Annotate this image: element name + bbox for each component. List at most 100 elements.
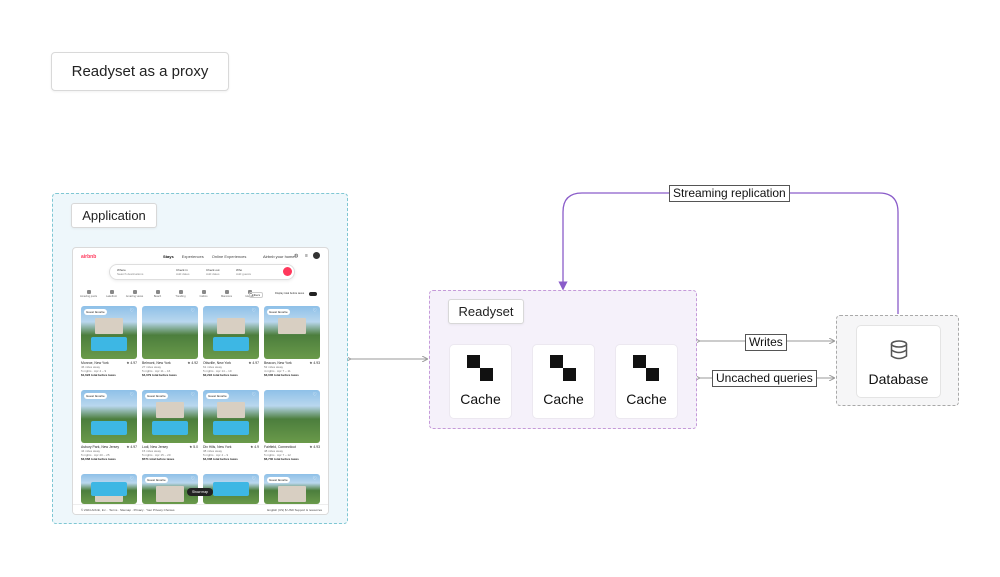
listing-rating: ★ 4.93 (309, 445, 320, 449)
listing-price: $2,294 total before taxes (203, 373, 238, 377)
heart-icon[interactable]: ♡ (251, 476, 256, 482)
listing-title: Lodi, New Jersey (142, 445, 169, 449)
filters-button[interactable]: Filters (249, 292, 264, 298)
heart-icon[interactable]: ♡ (312, 308, 317, 314)
listing-photo[interactable]: Guest favorite ♡ (81, 306, 137, 359)
nav-experiences[interactable]: Experiences (181, 254, 204, 259)
listing-distance: 48 miles away (264, 449, 284, 453)
readyset-logo-icon (550, 355, 576, 381)
listing-title: Beacon, New York (264, 361, 292, 365)
footer-settings: English (US) $ USD Support & resources (267, 508, 322, 512)
host-link[interactable]: Airbnb your home (263, 254, 295, 259)
listing-photo[interactable]: ♡ (203, 306, 259, 359)
listing-photo[interactable]: Guest favorite♡ (264, 306, 320, 359)
listing-title: Monroe, New York (81, 361, 109, 365)
listing-title: Asbury Park, New Jersey (81, 445, 120, 449)
heart-icon[interactable]: ♡ (129, 392, 134, 398)
menu-icon[interactable]: ≡ (305, 253, 308, 259)
heart-icon[interactable]: ♡ (312, 392, 317, 398)
heart-icon[interactable]: ♡ (129, 308, 134, 314)
category-item[interactable]: Cabins (194, 290, 213, 300)
listing-photo[interactable]: Guest favorite♡ (142, 390, 198, 443)
listing-photo[interactable]: Guest favorite ♡ (203, 390, 259, 443)
listing-card[interactable]: Guest favorite♡ Lodi, New Jersey ★ 5.0 15 m… (142, 390, 198, 461)
top-nav: Stays Experiences Online Experiences (163, 254, 246, 259)
category-item[interactable]: Amazing views (125, 290, 144, 300)
nav-stays[interactable]: Stays (163, 254, 174, 259)
cache-node: Cache (532, 344, 595, 419)
total-toggle[interactable] (309, 292, 317, 296)
listing-price: $3,006 total before taxes (264, 373, 299, 377)
globe-icon[interactable]: ◍ (294, 253, 299, 259)
cache-node: Cache (449, 344, 512, 419)
footer: © 2024 Airbnb, Inc. · Terms · Sitemap · … (73, 504, 328, 514)
category-item[interactable]: Lakefront (102, 290, 121, 300)
listing-rating: ★ 5.0 (189, 445, 198, 449)
database-node: Database (856, 325, 941, 398)
search-icon[interactable] (283, 267, 292, 276)
heart-icon[interactable]: ♡ (251, 308, 256, 314)
listing-dates: 5 nights · Apr 14 – 19 (203, 369, 232, 373)
listing-distance: 44 miles away (81, 449, 101, 453)
listing-distance: 61 miles away (203, 365, 223, 369)
category-item[interactable]: Amazing pools (79, 290, 98, 300)
listing-price: $4,079 total before taxes (142, 373, 177, 377)
listing-rating: ★ 4.97 (126, 445, 137, 449)
listing-distance: 15 miles away (142, 449, 162, 453)
guest-favorite-badge: Guest favorite (145, 477, 168, 483)
listing-card[interactable]: Guest favorite ♡ Asbury Park, New Jersey ★ … (81, 390, 137, 461)
guest-favorite-badge: Guest favorite (206, 393, 229, 399)
airbnb-logo: airbnb (81, 254, 97, 260)
listing-rating: ★ 4.97 (248, 361, 259, 365)
heart-icon[interactable]: ♡ (190, 308, 195, 314)
category-item[interactable]: Trending (171, 290, 190, 300)
listing-card[interactable]: Guest favorite♡ Beacon, New York ★ 4.93 52 … (264, 306, 320, 377)
heart-icon[interactable]: ♡ (129, 476, 134, 482)
replication-label: Streaming replication (669, 185, 790, 202)
listing-rating: ★ 4.93 (309, 361, 320, 365)
heart-icon[interactable]: ♡ (312, 476, 317, 482)
listing-card[interactable]: ♡ (81, 474, 137, 504)
guest-favorite-badge: Guest favorite (84, 393, 107, 399)
writes-label: Writes (745, 334, 787, 351)
heart-icon[interactable]: ♡ (190, 392, 195, 398)
listing-title: Dix Hills, New York (203, 445, 232, 449)
nav-online-experiences[interactable]: Online Experiences (211, 254, 247, 259)
listing-card[interactable]: Guest favorite♡ (264, 474, 320, 504)
heart-icon[interactable]: ♡ (190, 476, 195, 482)
category-item[interactable]: Mansions (217, 290, 236, 300)
listing-price: $4,008 total before taxes (203, 457, 238, 461)
heart-icon[interactable]: ♡ (251, 392, 256, 398)
listing-distance: 52 miles away (264, 365, 284, 369)
listing-dates: 5 nights · Apr 7 – 12 (264, 453, 291, 457)
database-icon (890, 340, 908, 360)
listing-price: $3,668 total before taxes (81, 457, 116, 461)
listing-photo[interactable]: Guest favorite♡ (264, 474, 320, 504)
listing-photo[interactable]: Guest favorite ♡ (81, 390, 137, 443)
listing-photo[interactable]: ♡ (81, 474, 137, 504)
avatar[interactable] (313, 252, 320, 259)
category-item[interactable]: Beach (148, 290, 167, 300)
footer-links: © 2024 Airbnb, Inc. · Terms · Sitemap · … (81, 508, 175, 512)
guest-favorite-badge: Guest favorite (84, 309, 107, 315)
show-map-button[interactable]: Show map (187, 488, 214, 496)
listing-dates: 5 nights · Apr 11 – 16 (142, 369, 171, 373)
listing-title: Belmont, New York (142, 361, 171, 365)
listing-dates: 5 nights · Apr 4 – 9 (81, 369, 107, 373)
listing-dates: 4 nights · Apr 7 – 11 (264, 369, 291, 373)
listing-price: $6,730 total before taxes (264, 457, 299, 461)
listing-dates: 5 nights · Apr 4 – 9 (203, 453, 229, 457)
listing-photo[interactable]: ♡ (264, 390, 320, 443)
listing-photo[interactable]: ♡ (142, 306, 198, 359)
